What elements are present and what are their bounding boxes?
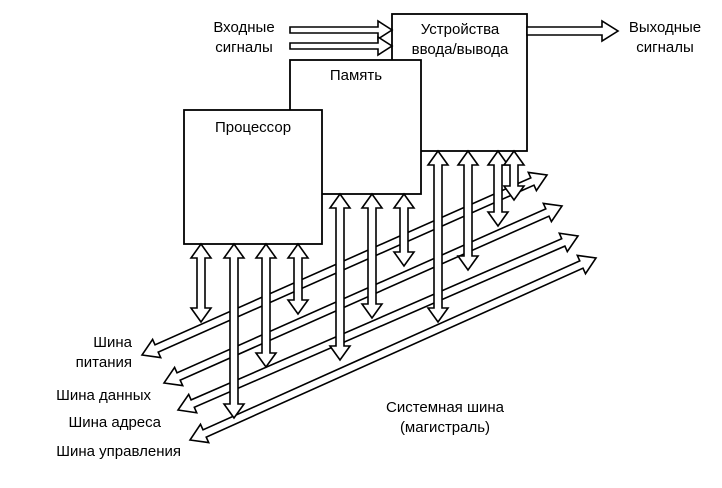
memory-control-arrow (392, 192, 416, 268)
output-signals-line1: Выходные (629, 19, 701, 36)
signal-arrows (289, 19, 620, 57)
output-signals-line2: сигналы (636, 39, 694, 56)
processor-label: Процессор (215, 119, 291, 136)
io-label-line1: Устройства (421, 21, 500, 38)
control-bus-label: Шина управления (56, 443, 181, 460)
control-bus-arrow (188, 254, 598, 444)
processor-control-arrow (286, 242, 310, 316)
memory-address-arrow (360, 192, 384, 320)
processor-power-arrow (189, 242, 213, 324)
input-signal-arrow-2 (289, 35, 394, 57)
memory-data-arrow (328, 192, 352, 362)
address-bus-arrow (176, 232, 580, 414)
system-bus-label-line2: (магистраль) (400, 419, 490, 436)
system-bus-lines (140, 171, 598, 444)
input-signal-arrow-1 (289, 19, 394, 41)
power-bus-label-line2: питания (76, 354, 132, 371)
output-signal-arrow (526, 19, 620, 43)
input-signals-line1: Входные (213, 19, 274, 36)
address-bus-label: Шина адреса (68, 414, 161, 431)
processor-data-arrow (222, 242, 246, 420)
io-address-arrow (456, 149, 480, 272)
io-data-arrow (426, 149, 450, 324)
processor-address-arrow (254, 242, 278, 369)
processor-block (183, 109, 323, 245)
memory-label: Память (330, 67, 382, 84)
bus-connection-arrows (189, 149, 526, 420)
io-control-arrow (502, 149, 526, 202)
input-signals-line2: сигналы (215, 39, 273, 56)
data-bus-label: Шина данных (56, 387, 151, 404)
power-bus-label-line1: Шина (93, 334, 132, 351)
system-bus-label-line1: Системная шина (386, 399, 505, 416)
io-label-line2: ввода/вывода (412, 41, 509, 58)
